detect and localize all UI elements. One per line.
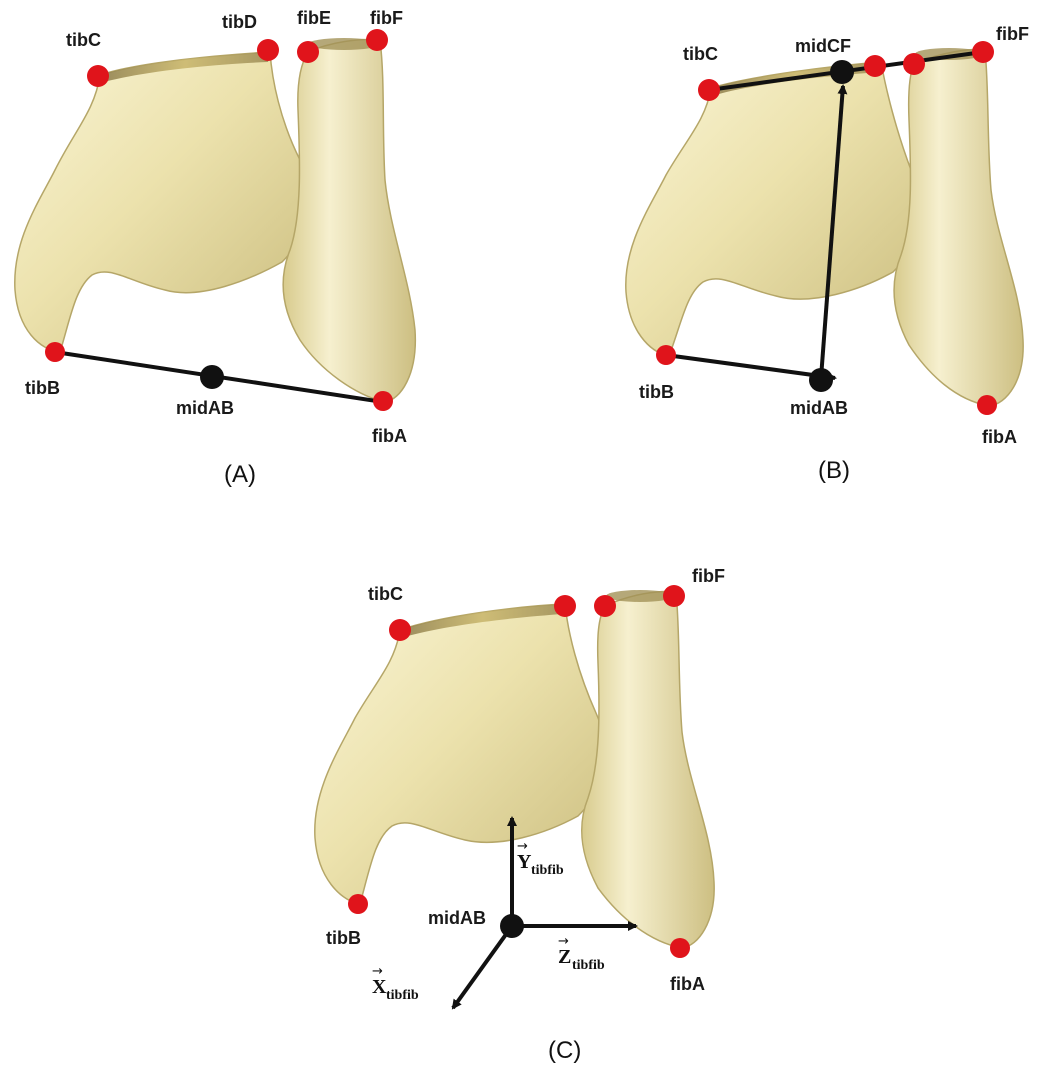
label-tibC: tibC <box>683 44 718 64</box>
landmark-tibB <box>348 894 368 914</box>
landmark-tibD <box>257 39 279 61</box>
label-midAB: midAB <box>428 908 486 928</box>
landmark-fibF <box>366 29 388 51</box>
tibia-c <box>315 604 605 904</box>
panel-a: tibC tibD fibE fibF tibB midAB fibA (A) <box>15 8 416 488</box>
label-midCF: midCF <box>795 36 851 56</box>
landmark-fibF <box>972 41 994 63</box>
midpoint-midCF <box>830 60 854 84</box>
axis-z-label: → Z tibfib <box>558 934 605 973</box>
tibia-b <box>626 62 920 356</box>
label-tibB: tibB <box>25 378 60 398</box>
axis-y-label: → Y tibfib <box>517 839 564 878</box>
label-fibF: fibF <box>692 566 725 586</box>
label-midAB: midAB <box>176 398 234 418</box>
midpoint-midAB <box>200 365 224 389</box>
fibula-a <box>283 38 415 402</box>
landmark-fibE <box>903 53 925 75</box>
label-fibA: fibA <box>372 426 407 446</box>
axis-x-arrow <box>453 926 512 1008</box>
label-tibB: tibB <box>639 382 674 402</box>
label-tibB: tibB <box>326 928 361 948</box>
label-tibC: tibC <box>368 584 403 604</box>
origin-midAB <box>500 914 524 938</box>
axis-y-subscript: tibfib <box>531 863 564 878</box>
landmark-fibA <box>977 395 997 415</box>
landmark-tibD <box>864 55 886 77</box>
axis-x-label: → X tibfib <box>372 964 419 1003</box>
label-fibA: fibA <box>982 427 1017 447</box>
landmark-tibD <box>554 595 576 617</box>
landmark-tibB <box>45 342 65 362</box>
label-fibE: fibE <box>297 8 331 28</box>
midpoint-midAB <box>809 368 833 392</box>
tibia-a <box>15 52 309 352</box>
label-midAB: midAB <box>790 398 848 418</box>
landmark-fibA <box>373 391 393 411</box>
axis-z-subscript: tibfib <box>572 958 605 973</box>
landmark-tibC <box>698 79 720 101</box>
label-tibD: tibD <box>222 12 257 32</box>
axis-x-subscript: tibfib <box>386 988 419 1003</box>
label-tibC: tibC <box>66 30 101 50</box>
panel-b-caption: (B) <box>818 457 850 484</box>
landmark-fibA <box>670 938 690 958</box>
panel-b: tibC midCF fibF tibB midAB fibA (B) <box>626 24 1029 484</box>
panel-a-caption: (A) <box>224 461 256 488</box>
arrow-tibB-to-midAB <box>666 355 835 378</box>
landmark-tibC <box>87 65 109 87</box>
label-fibF: fibF <box>996 24 1029 44</box>
fibula-b <box>894 48 1023 406</box>
landmark-fibE <box>297 41 319 63</box>
label-fibF: fibF <box>370 8 403 28</box>
landmark-tibC <box>389 619 411 641</box>
axis-y-letter: Y <box>517 851 532 873</box>
panel-c: tibC fibF tibB midAB fibA → Y tibfib → Z… <box>315 566 725 1064</box>
fibula-c <box>582 590 714 948</box>
landmark-tibB <box>656 345 676 365</box>
landmark-fibE <box>594 595 616 617</box>
landmark-fibF <box>663 585 685 607</box>
axis-z-letter: Z <box>558 946 571 968</box>
panel-c-caption: (C) <box>548 1037 581 1064</box>
axis-x-letter: X <box>372 976 387 998</box>
label-fibA: fibA <box>670 974 705 994</box>
